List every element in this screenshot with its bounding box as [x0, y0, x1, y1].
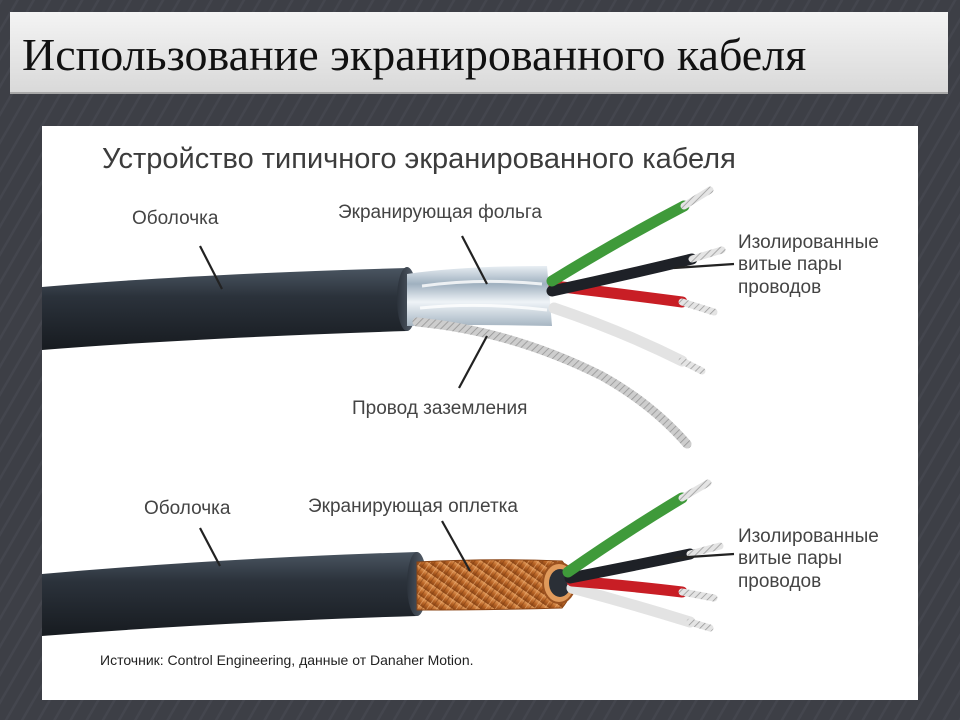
bottom-braid-shield [417, 559, 572, 610]
figure-title: Устройство типичного экранированного каб… [102, 143, 736, 175]
bottom-pairs-label-line-2: витые пары [738, 548, 842, 570]
bottom-shield-label: Экранирующая оплетка [308, 496, 518, 517]
bottom-pairs-label: Изолированные витые пары проводов [738, 526, 879, 593]
top-jacket-label: Оболочка [132, 208, 219, 229]
bottom-wire-green [562, 492, 688, 578]
bottom-jacket [42, 552, 417, 636]
bottom-wire-red [566, 575, 688, 598]
top-pairs-label-line-3: проводов [738, 276, 822, 298]
top-foil-shield [407, 266, 552, 326]
top-wire-black [546, 253, 698, 297]
top-drain-label: Провод заземления [352, 398, 528, 419]
top-leader-lines [199, 235, 735, 389]
top-drain-wire [412, 317, 692, 449]
cable-diagram: Устройство типичного экранированного каб… [42, 126, 918, 700]
top-pairs-label-line-1: Изолированные [738, 232, 879, 253]
top-wire-green [546, 200, 690, 287]
bottom-pairs-label-line-1: Изолированные [738, 526, 879, 547]
bottom-jacket-label: Оболочка [144, 498, 231, 519]
bottom-wire-black [564, 548, 696, 584]
cable-illustration [42, 186, 735, 636]
bottom-leader-lines [199, 520, 735, 572]
bottom-cable [42, 479, 724, 636]
top-cable [42, 186, 726, 449]
slide-title-bar: Использование экранированного кабеля [10, 12, 948, 94]
top-wire-white [548, 302, 688, 367]
top-pairs-label: Изолированные витые пары проводов [738, 232, 879, 299]
bottom-pairs-label-line-3: проводов [738, 570, 822, 592]
top-pairs-label-line-2: витые пары [738, 254, 842, 276]
top-jacket [42, 268, 407, 350]
slide-title: Использование экранированного кабеля [22, 29, 807, 80]
source-note: Источник: Control Engineering, данные от… [100, 652, 474, 668]
bottom-wire-white [566, 582, 696, 628]
top-shield-label: Экранирующая фольга [338, 202, 542, 223]
